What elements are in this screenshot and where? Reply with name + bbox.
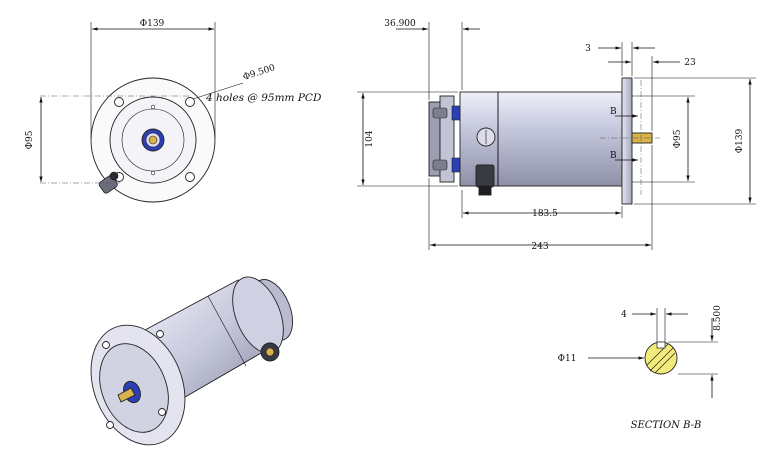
side-flange-diameter-label: Φ139 xyxy=(735,128,745,153)
isometric-view xyxy=(90,276,293,446)
body-length-label: 183.5 xyxy=(532,209,558,219)
key-width-label: 4 xyxy=(621,310,627,320)
iso-mount-hole xyxy=(158,408,166,416)
section-view: 4 8.500 Φ11 SECTION B-B xyxy=(558,305,723,431)
brush-holder xyxy=(432,159,448,171)
section-hatch xyxy=(654,352,676,374)
iso-mount-hole xyxy=(156,330,164,338)
front-pcd-diameter-label: Φ95 xyxy=(25,130,35,149)
flange-thickness-label: 3 xyxy=(585,44,591,54)
iso-shaft xyxy=(117,387,136,403)
pilot-diameter-label: Φ95 xyxy=(673,129,683,148)
hole-diameter-label: Φ9.500 xyxy=(242,63,277,83)
front-flange-diameter-label: Φ139 xyxy=(140,19,165,29)
front-view: Φ139 Φ9.500 4 holes @ 95mm PCD Φ95 xyxy=(25,19,322,203)
overall-length-label: 243 xyxy=(531,242,548,252)
leader-line xyxy=(192,82,244,100)
side-cable xyxy=(478,185,492,196)
brush-holder xyxy=(432,107,448,119)
cable-gland xyxy=(98,171,119,194)
hole-pattern-note: 4 holes @ 95mm PCD xyxy=(205,92,322,104)
section-mark-bottom: B xyxy=(610,151,617,161)
terminal xyxy=(451,157,461,173)
iso-cable-gland-nut xyxy=(265,347,275,357)
side-flange xyxy=(621,77,633,205)
iso-mount-hole xyxy=(106,421,114,429)
screw-hole xyxy=(150,104,156,110)
side-view: B B 36.900 3 23 104 183.5 243 xyxy=(357,19,756,252)
section-keyway xyxy=(656,341,666,349)
mounting-hole xyxy=(114,97,124,107)
screw-hole xyxy=(150,170,156,176)
key-depth-label: 8.500 xyxy=(713,305,723,331)
shaft-diameter-label: Φ11 xyxy=(558,354,577,364)
mounting-hole xyxy=(185,97,195,107)
body-height-label: 104 xyxy=(365,130,375,147)
iso-mount-hole xyxy=(102,341,110,349)
motor-body xyxy=(497,91,623,187)
terminal xyxy=(451,105,461,121)
mounting-hole xyxy=(185,172,195,182)
side-cable-gland xyxy=(475,164,495,188)
shaft-length-label: 23 xyxy=(684,58,696,68)
section-hatch xyxy=(649,347,674,372)
section-caption: SECTION B-B xyxy=(631,420,702,431)
iso-body-seam xyxy=(207,295,247,367)
section-mark-top: B xyxy=(610,107,617,117)
flange-offset-label: 36.900 xyxy=(384,19,416,29)
shaft-end xyxy=(148,135,158,145)
